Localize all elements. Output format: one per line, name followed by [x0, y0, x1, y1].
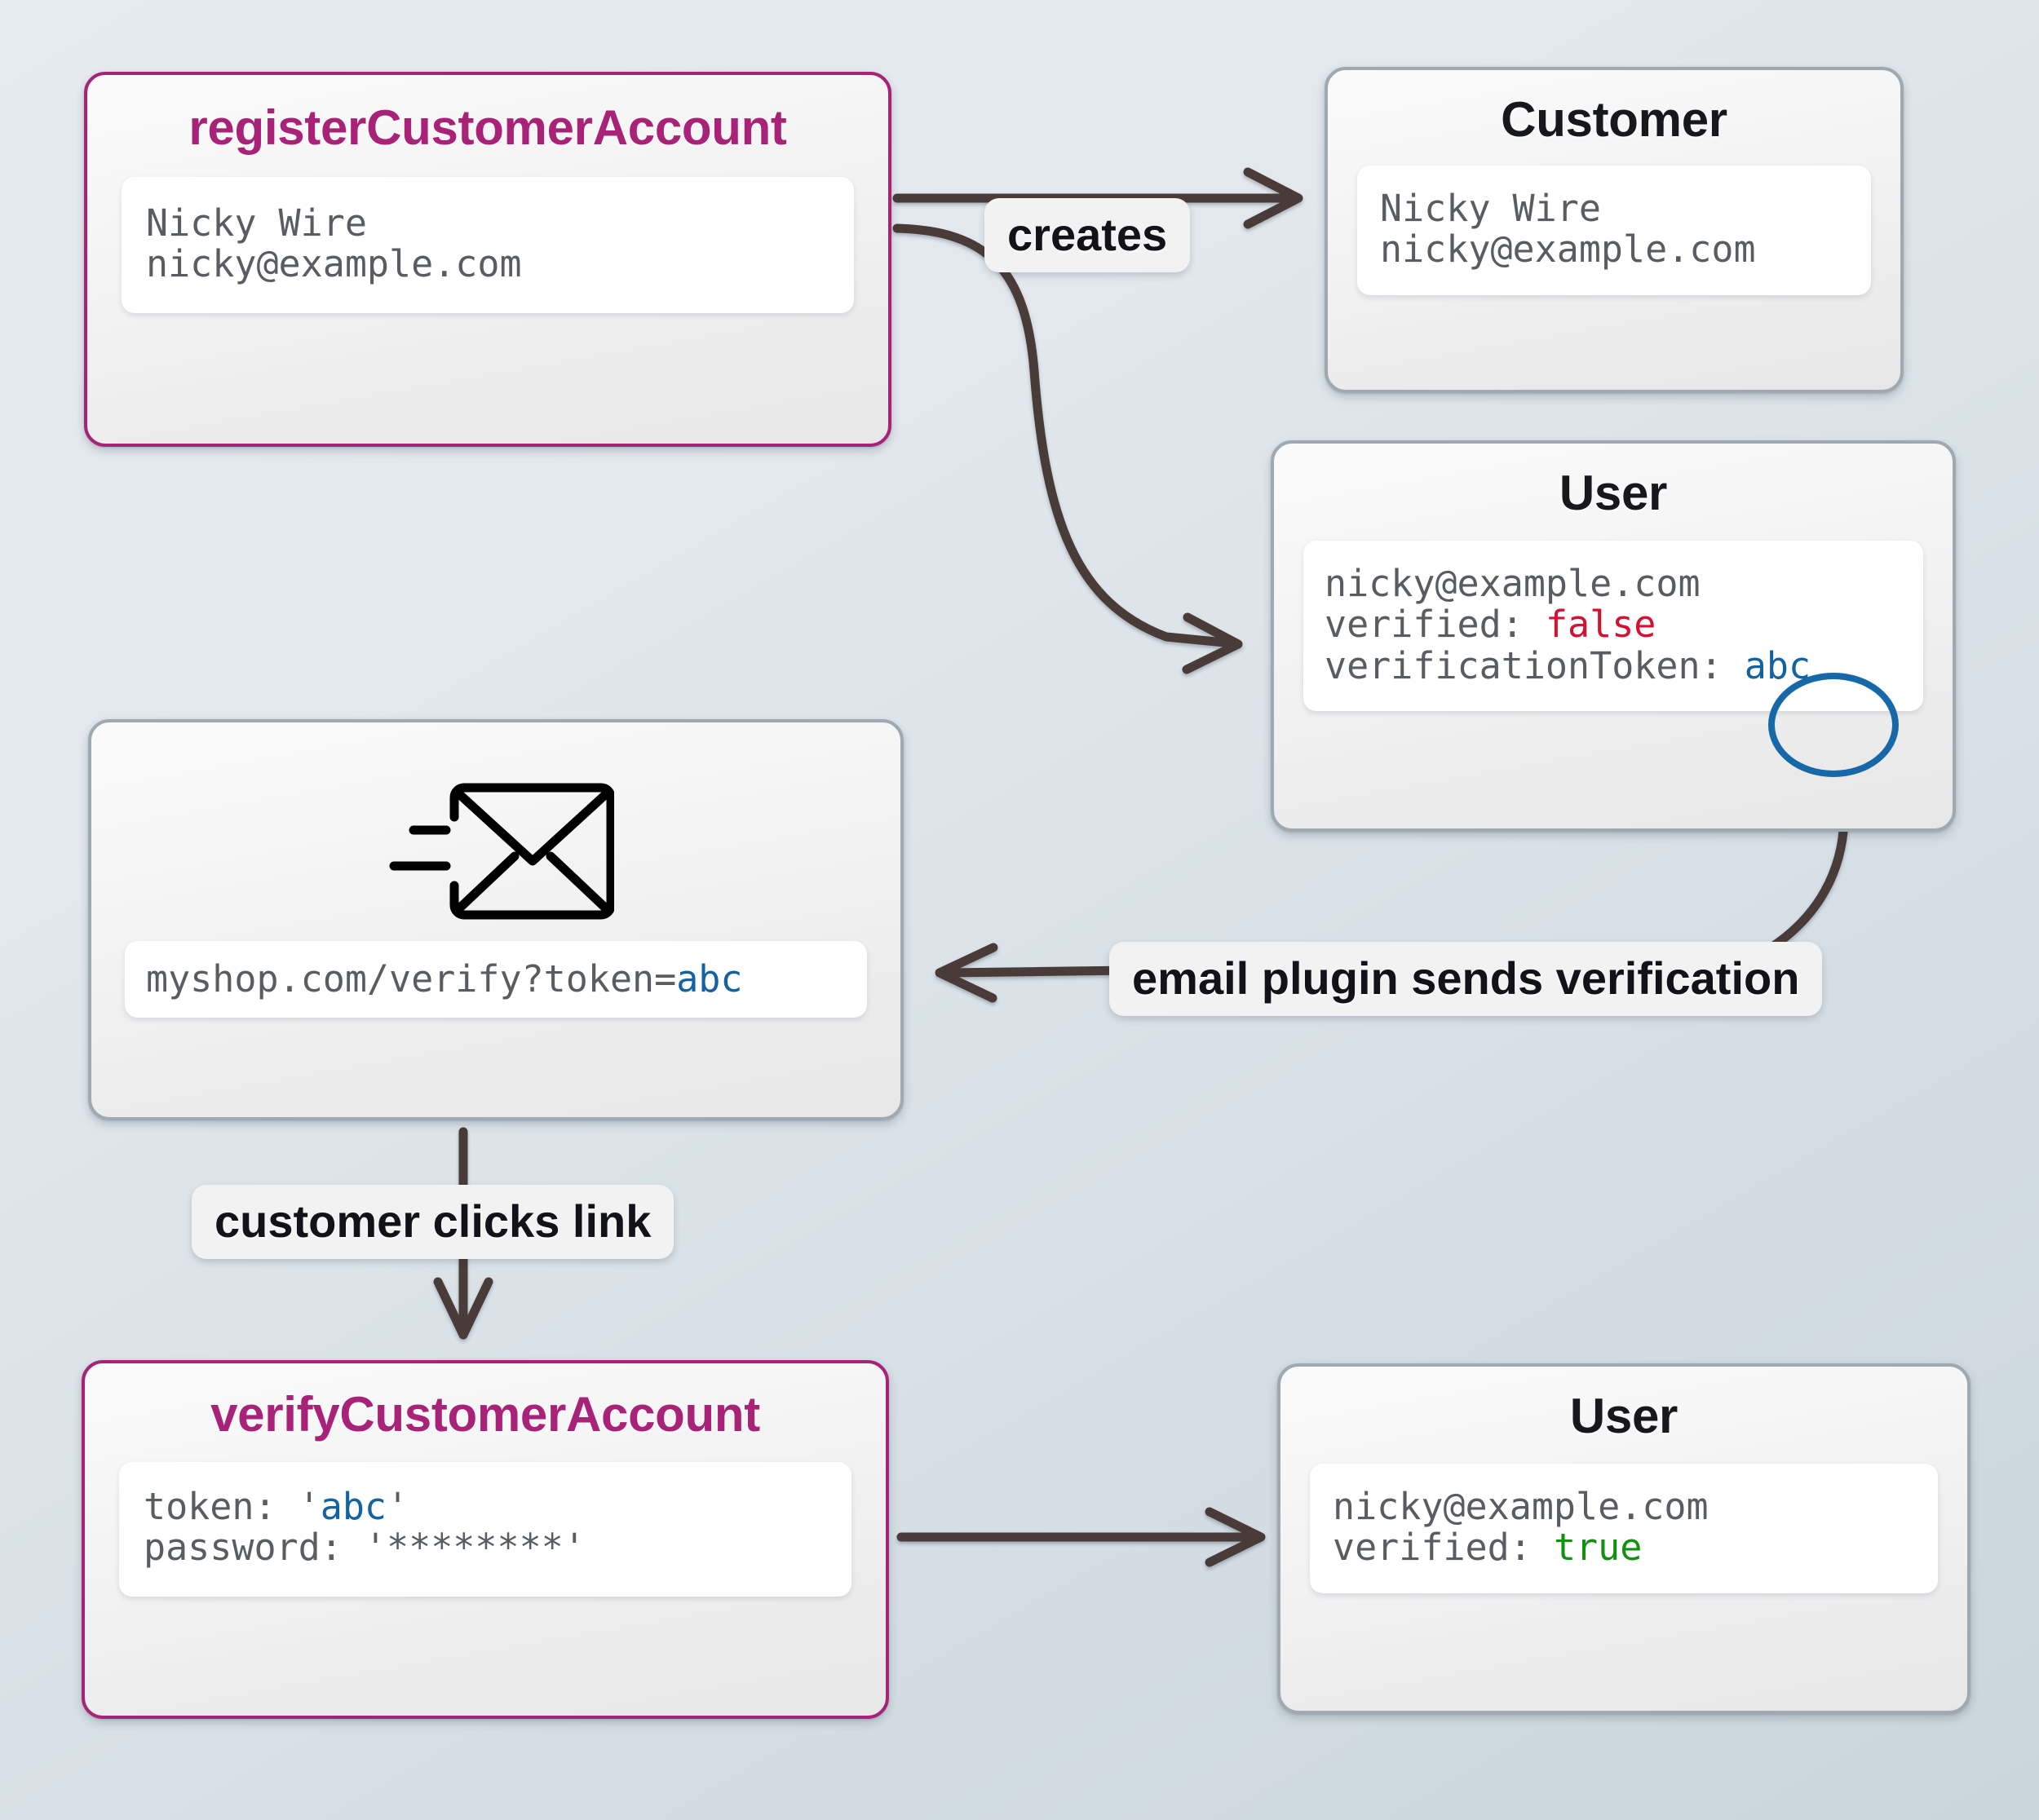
edge-arrowhead-email [935, 943, 998, 1003]
token-quote-open: ' [298, 1485, 321, 1528]
user-verified-line: verified: false [1325, 604, 1902, 645]
token-quote-close: ' [387, 1485, 409, 1528]
node-register-customer-account[interactable]: registerCustomerAccount Nicky Wire nicky… [84, 72, 891, 447]
node-body-panel: token: 'abc' password: '********' [119, 1462, 851, 1597]
user-email-line: nicky@example.com [1325, 562, 1701, 605]
edge-arrowhead-customer [1243, 167, 1303, 229]
token-key: token: [144, 1485, 299, 1528]
node-body-panel: nicky@example.com verified: true [1310, 1464, 1938, 1593]
edge-register-to-user [892, 223, 1238, 648]
verify-token-line: token: 'abc' [144, 1486, 827, 1527]
node-user-unverified[interactable]: User nicky@example.com verified: false v… [1271, 440, 1956, 832]
user-verified-line: verified: true [1333, 1527, 1915, 1568]
node-title: Customer [1501, 92, 1727, 147]
customer-name-line: Nicky Wire [1380, 187, 1601, 230]
node-verify-customer-account[interactable]: verifyCustomerAccount token: 'abc' passw… [82, 1360, 889, 1719]
url-token: abc [676, 957, 743, 1001]
email-link-panel: myshop.com/verify?token=abc [125, 941, 867, 1018]
url-prefix: myshop.com/verify?token= [146, 957, 677, 1001]
edge-arrowhead-user1 [1182, 612, 1243, 674]
node-body-panel: Nicky Wire nicky@example.com [1357, 166, 1871, 295]
verify-password-line: password: '********' [144, 1526, 586, 1570]
node-user-verified[interactable]: User nicky@example.com verified: true [1277, 1363, 1970, 1714]
verified-value: false [1545, 603, 1656, 647]
node-body-panel: nicky@example.com verified: false verifi… [1303, 541, 1923, 777]
user-email-line: nicky@example.com [1333, 1485, 1709, 1528]
edge-label-email-plugin-sends-verification: email plugin sends verification [1109, 942, 1823, 1016]
user-token-line: verificationToken: abc [1325, 643, 1902, 687]
edge-arrowhead-verify [433, 1277, 493, 1340]
verified-key: verified: [1333, 1526, 1554, 1570]
node-title: registerCustomerAccount [188, 100, 787, 155]
node-verification-email[interactable]: myshop.com/verify?token=abc [88, 719, 904, 1120]
edge-arrowhead-user2 [1205, 1507, 1266, 1567]
send-email-envelope-icon [378, 762, 614, 941]
token-value: abc [320, 1485, 387, 1528]
edge-label-customer-clicks-link: customer clicks link [192, 1185, 675, 1259]
edge-label-creates: creates [984, 198, 1191, 272]
verification-url: myshop.com/verify?token=abc [146, 957, 846, 1001]
token-highlight-circle-icon [1768, 673, 1899, 777]
verified-key: verified: [1325, 603, 1546, 647]
token-key: verificationToken: [1325, 643, 1745, 687]
verified-value: true [1553, 1526, 1643, 1570]
node-title: verifyCustomerAccount [210, 1387, 760, 1442]
node-title: User [1569, 1389, 1679, 1443]
node-title: User [1559, 466, 1668, 520]
customer-email-line: nicky@example.com [1380, 228, 1756, 272]
node-customer[interactable]: Customer Nicky Wire nicky@example.com [1325, 67, 1904, 393]
node-body-panel: Nicky Wire nicky@example.com [122, 177, 854, 313]
register-email-line: nicky@example.com [146, 242, 522, 286]
register-name-line: Nicky Wire [146, 201, 367, 245]
